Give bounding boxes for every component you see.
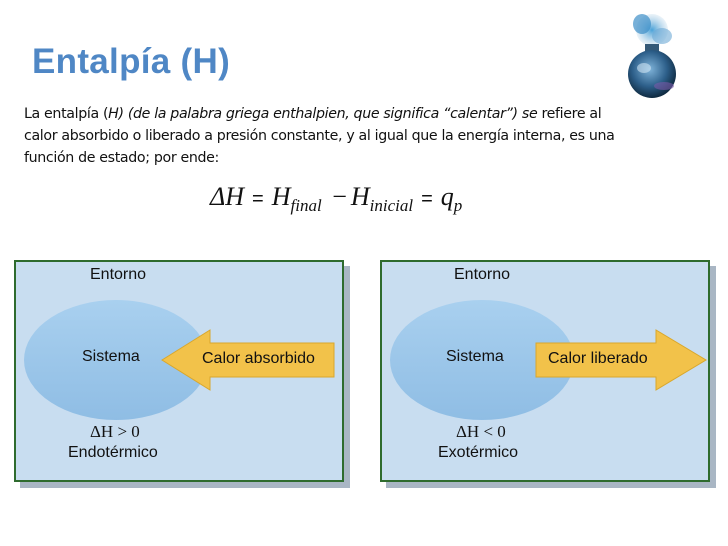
chemistry-flask-icon xyxy=(612,8,692,104)
eq-minus: − xyxy=(332,182,347,211)
endothermic-graphic xyxy=(14,260,350,490)
exothermic-panel: Entorno Sistema Calor liberado ΔH < 0 Ex… xyxy=(380,260,716,490)
eq-h-final: H xyxy=(272,182,291,211)
process-type: Exotérmico xyxy=(438,444,518,462)
system-label: Sistema xyxy=(82,348,140,366)
exothermic-graphic xyxy=(380,260,716,490)
arrow-label: Calor liberado xyxy=(548,350,648,368)
eq-q: q xyxy=(441,182,454,211)
eq-sub-p: p xyxy=(454,196,463,215)
eq-h-inicial: H xyxy=(351,182,370,211)
system-label: Sistema xyxy=(446,348,504,366)
environment-label: Entorno xyxy=(454,266,510,284)
endothermic-panel: Entorno Sistema Calor absorbido ΔH > 0 E… xyxy=(14,260,350,490)
intro-text-a: La entalpía ( xyxy=(24,106,108,122)
eq-sub-final: final xyxy=(291,196,322,215)
arrow-label: Calor absorbido xyxy=(202,350,315,368)
intro-text-italic: H) (de la palabra griega enthalpien, que… xyxy=(108,106,537,122)
intro-paragraph: La entalpía (H) (de la palabra griega en… xyxy=(24,103,704,169)
enthalpy-equation: ΔH=Hfinal −Hinicial=qp xyxy=(210,182,462,212)
delta-h-sign: ΔH < 0 xyxy=(456,422,506,442)
environment-label: Entorno xyxy=(90,266,146,284)
page-title: Entalpía (H) xyxy=(32,42,230,82)
eq-sub-inicial: inicial xyxy=(370,196,413,215)
intro-line-3: función de estado; por ende: xyxy=(24,150,219,166)
delta-h-sign: ΔH > 0 xyxy=(90,422,140,442)
process-type: Endotérmico xyxy=(68,444,158,462)
intro-line-2: calor absorbido o liberado a presión con… xyxy=(24,128,615,144)
eq-equals-2: = xyxy=(421,188,433,210)
intro-text-b: refiere al xyxy=(537,106,601,122)
eq-equals-1: = xyxy=(252,188,264,210)
eq-delta-h: ΔH xyxy=(210,182,244,211)
